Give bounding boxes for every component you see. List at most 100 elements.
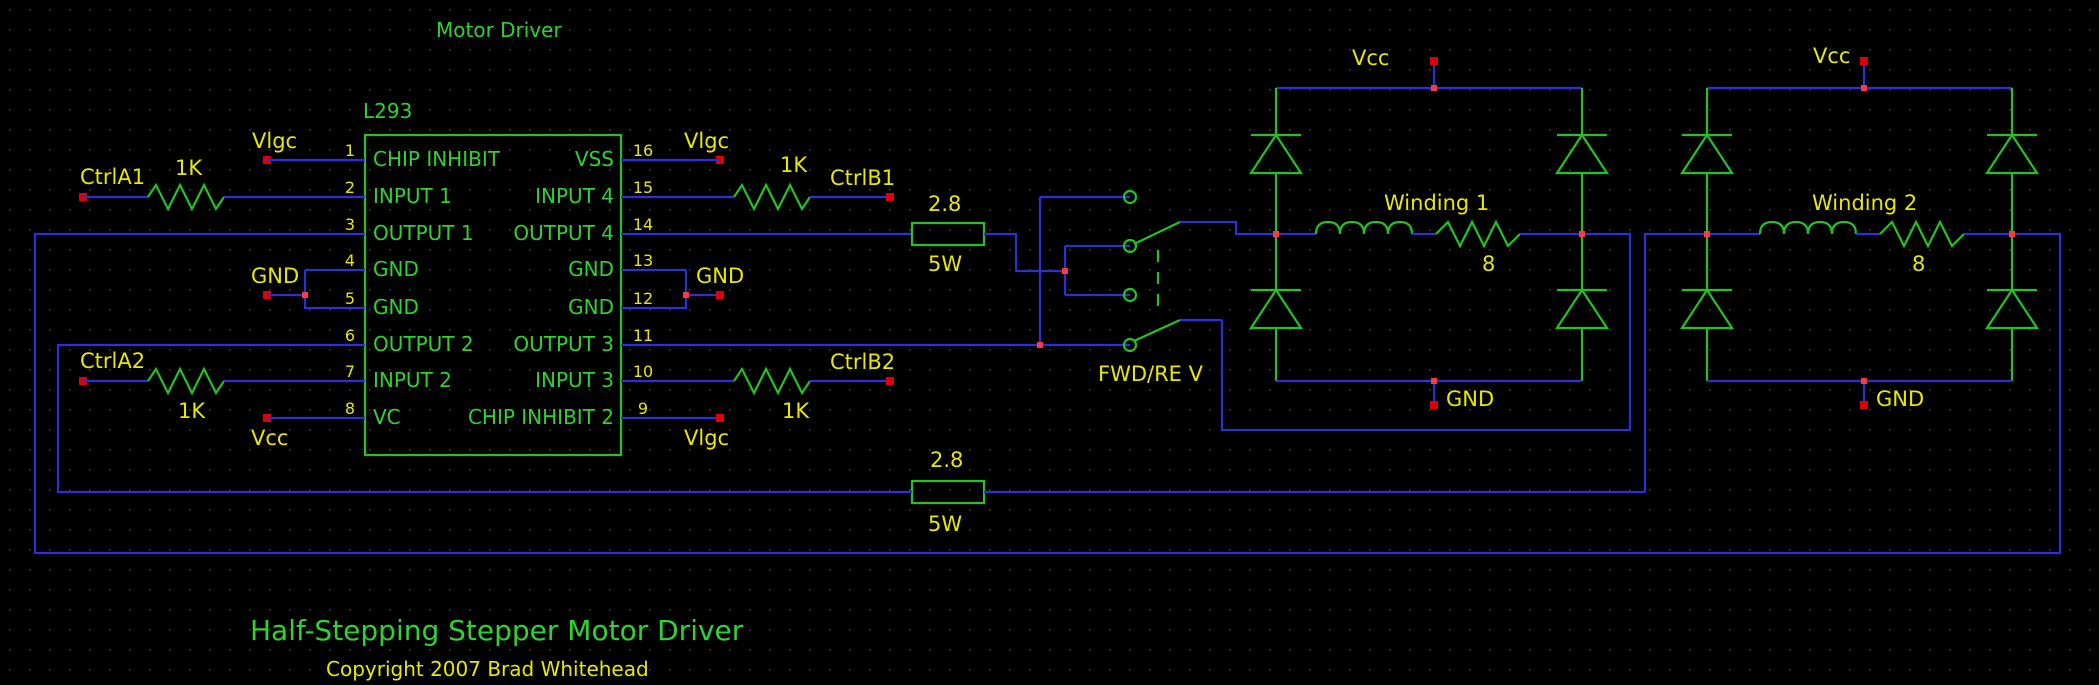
ic-left-pin-label: VC [373,405,401,429]
ctrl-b1-terminal [886,193,894,201]
ic-right-pin-label: CHIP INHIBIT 2 [468,405,614,429]
ic-left-pin: 4 GND [330,251,419,281]
inductor-winding2 [1758,220,1858,235]
vcc-bridge1-label: Vcc [1352,46,1389,70]
ic-right-pin-label: GND [568,295,614,319]
resistor-winding2 [1879,219,1965,249]
ic-name: L293 [363,99,412,123]
ic-right-pin: 16 VSS [575,141,656,171]
winding2-label: Winding 2 [1812,191,1917,215]
gnd-right-terminal [716,291,724,299]
header-label: Motor Driver [436,18,562,42]
ic-right-pin-label: OUTPUT 4 [513,221,614,245]
output1-wire [33,232,2062,555]
ic-right-pin-number: 12 [633,289,653,308]
ic-left-pin-label: INPUT 2 [373,368,452,392]
ic-left-pin-label: GND [373,257,419,281]
inductor-winding1 [1314,220,1414,235]
ctrl-b2-net: 1K CtrlB2 [656,350,895,423]
vcc-bridge2-terminal [1860,57,1868,65]
gnd-bridge2-label: GND [1876,387,1924,411]
h-bridge-2: Vcc GND Winding 2 8 [1679,44,2040,411]
ic-left-pin: 5 GND [330,289,419,319]
ic-left-pin-label: OUTPUT 2 [373,332,474,356]
vlgc-right2-net: Vlgc [656,414,729,450]
ic-left-pin-number: 2 [345,178,355,197]
gnd-left-net: GND [251,264,330,310]
ctrl-b1-label: CtrlB1 [830,166,895,190]
output2-wire [56,343,890,494]
ic-left-pin-number: 6 [345,326,355,345]
fwd-rev-switch: FWD/RE V [1037,189,1632,432]
r-sense-2-value: 2.8 [930,448,963,472]
ic-right-pin: 12 GND [568,289,656,319]
gnd-bridge2-terminal [1860,401,1868,409]
resistor-ctrl-b2 [733,366,811,396]
winding2-feed [1643,232,1707,492]
ic-right-pin-number: 9 [638,399,648,418]
vlgc-right-net: Vlgc [656,129,729,164]
ic-right-pin-number: 14 [633,215,653,234]
ic-left-pin-label: INPUT 1 [373,184,452,208]
r-ctrl-a2-value: 1K [178,399,206,423]
ic-left-pin: 7 INPUT 2 [330,362,452,392]
gnd-bridge1-terminal [1430,401,1438,409]
ic-right-pin-number: 15 [633,178,653,197]
gnd-right-label: GND [696,264,744,288]
ctrl-a1-label: CtrlA1 [80,165,145,189]
ic-right-pin: 15 INPUT 4 [535,178,656,208]
ctrl-b2-label: CtrlB2 [830,350,895,374]
ic-left-pin: 6 OUTPUT 2 [330,326,474,356]
ic-left-pin-number: 7 [345,362,355,381]
vlgc-right-label: Vlgc [684,129,729,153]
ic-right-pin-label: VSS [575,147,614,171]
r-sense-2-power: 5W [928,512,962,536]
ctrl-a2-net: CtrlA2 1K [79,349,330,423]
ic-left-pin: 3 OUTPUT 1 [330,215,474,245]
vlgc-right2-label: Vlgc [684,426,729,450]
ctrl-a2-label: CtrlA2 [80,349,145,373]
r-ctrl-b1-value: 1K [780,153,808,177]
copyright: Copyright 2007 Brad Whitehead [326,657,649,681]
vcc-left-net: Vcc [251,414,330,450]
ic-left-pin-number: 4 [345,251,355,270]
ic-left-pin-number: 8 [345,399,355,418]
ic-right-pin-number: 13 [633,251,653,270]
ic-left-pin-label: OUTPUT 1 [373,221,474,245]
vcc-bridge2-label: Vcc [1813,44,1850,68]
ic-right-pin: 14 OUTPUT 4 [513,215,656,245]
diagram-title: Half-Stepping Stepper Motor Driver [250,614,744,647]
ic-right-pin-number: 10 [633,362,653,381]
vlgc-left-label: Vlgc [252,129,297,153]
ic-right-pin-label: INPUT 4 [535,184,614,208]
winding1-r: 8 [1482,252,1495,276]
ctrl-a1-net: CtrlA1 1K [79,156,330,212]
ic-left-pin: 2 INPUT 1 [330,178,452,208]
ic-right-pin-number: 16 [633,141,653,160]
winding2-r: 8 [1912,252,1925,276]
resistor-ctrl-a1 [147,182,225,212]
r-ctrl-a1-value: 1K [175,156,203,180]
r-ctrl-b2-value: 1K [782,399,810,423]
ctrl-b2-terminal [886,377,894,385]
vcc-left-label: Vcc [251,426,288,450]
ic-left-pin-number: 3 [345,215,355,234]
gnd-bridge1-label: GND [1446,387,1494,411]
ic-left-pin-number: 5 [345,289,355,308]
r-sense-1-value: 2.8 [928,192,961,216]
vlgc-right2-terminal [716,414,724,422]
ic-left-pin-label: GND [373,295,419,319]
vcc-bridge1-terminal [1430,57,1438,65]
ic-left-pin: 8 VC [330,399,401,429]
ic-left-pin: 1 CHIP INHIBIT [330,141,501,171]
ic-left-pin-number: 1 [345,141,355,160]
ic-left-pin-label: CHIP INHIBIT [373,147,501,171]
